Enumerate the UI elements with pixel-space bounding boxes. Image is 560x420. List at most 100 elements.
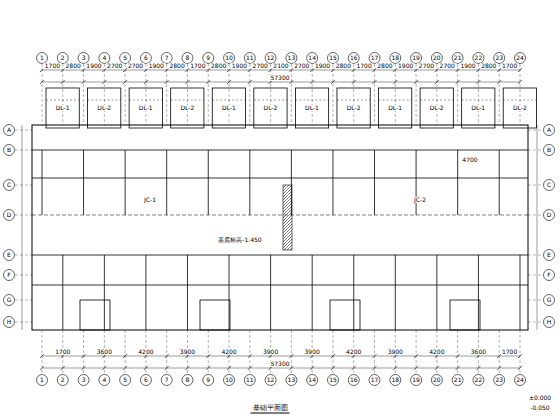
wall-outline bbox=[80, 300, 110, 330]
grid-bubble bbox=[544, 210, 555, 221]
dimension: 4200 bbox=[345, 349, 362, 355]
plan-line bbox=[332, 150, 333, 215]
plan-line bbox=[528, 185, 543, 186]
plan-line bbox=[83, 150, 84, 215]
wall-outline bbox=[129, 88, 162, 128]
beam-label: DL-2 bbox=[346, 105, 362, 111]
plan-line bbox=[393, 80, 397, 84]
plan-line bbox=[165, 366, 169, 370]
grid-bubble bbox=[544, 250, 555, 261]
grid-bubble bbox=[99, 375, 110, 386]
plan-line bbox=[528, 130, 543, 131]
plan-line bbox=[352, 366, 356, 370]
dimension: 1700 bbox=[44, 63, 61, 69]
wall-outline bbox=[295, 88, 328, 128]
grid-bubble bbox=[203, 53, 214, 64]
elevation-note: 基底标高-1.450 bbox=[217, 237, 262, 243]
grid-bubble bbox=[369, 53, 380, 64]
dimension: 1900 bbox=[148, 63, 165, 69]
plan-line bbox=[40, 366, 44, 370]
grid-bubble bbox=[4, 180, 15, 191]
beam-label: DL-2 bbox=[263, 105, 279, 111]
dimension: 2800 bbox=[210, 63, 227, 69]
grid-bubble bbox=[224, 375, 235, 386]
dimension: 2700 bbox=[127, 63, 144, 69]
grid-number: 5 bbox=[123, 377, 127, 383]
grid-letter: G bbox=[547, 297, 552, 303]
grid-bubble bbox=[473, 375, 484, 386]
grid-number: 5 bbox=[123, 55, 127, 61]
grid-bubble bbox=[307, 53, 318, 64]
wall-outline bbox=[330, 300, 360, 330]
plan-line bbox=[537, 125, 538, 330]
plan-line bbox=[208, 150, 209, 215]
beam-label: DL-1 bbox=[55, 105, 71, 111]
grid-number: 6 bbox=[144, 55, 148, 61]
grid-bubble bbox=[544, 145, 555, 156]
plan-line bbox=[337, 100, 370, 101]
dimension: 4200 bbox=[220, 349, 237, 355]
plan-line bbox=[476, 80, 480, 84]
plan-line bbox=[416, 64, 417, 125]
dimension: 2700 bbox=[418, 63, 435, 69]
dimension: 2100 bbox=[272, 63, 289, 69]
plan-line bbox=[414, 80, 418, 84]
plan-line bbox=[456, 80, 460, 84]
plan-line bbox=[206, 354, 210, 358]
plan-line bbox=[353, 255, 354, 330]
dimension: 4200 bbox=[137, 349, 154, 355]
grid-bubble bbox=[140, 375, 151, 386]
dimension: 1700 bbox=[355, 63, 372, 69]
plan-line bbox=[518, 354, 522, 358]
grid-number: 3 bbox=[82, 377, 86, 383]
grid-number: 18 bbox=[391, 377, 399, 383]
plan-line bbox=[229, 64, 230, 125]
grid-letter: A bbox=[7, 127, 11, 133]
plan-line bbox=[435, 366, 439, 370]
grid-bubble bbox=[182, 53, 193, 64]
plan-line bbox=[520, 255, 521, 330]
grid-number: 16 bbox=[350, 377, 358, 383]
plan-line bbox=[83, 64, 84, 125]
plan-line bbox=[102, 80, 106, 84]
plan-line bbox=[123, 80, 127, 84]
grid-bubble bbox=[224, 53, 235, 64]
elevation-note: -0.050 bbox=[529, 405, 550, 411]
grid-bubble bbox=[369, 375, 380, 386]
dimension: 3900 bbox=[304, 349, 321, 355]
grid-bubble bbox=[544, 295, 555, 306]
plan-line bbox=[145, 255, 146, 330]
plan-line bbox=[312, 255, 313, 330]
plan-line bbox=[457, 64, 458, 125]
plan-line bbox=[248, 80, 252, 84]
stair-hatch bbox=[283, 185, 292, 250]
plan-line bbox=[104, 255, 105, 330]
wall-outline bbox=[200, 300, 230, 330]
grid-number: 14 bbox=[308, 377, 316, 383]
plan-line bbox=[208, 64, 209, 125]
plan-line bbox=[62, 64, 63, 125]
grid-letter: G bbox=[7, 297, 12, 303]
beam-label: DL-1 bbox=[221, 105, 237, 111]
grid-number: 11 bbox=[246, 377, 254, 383]
grid-bubble bbox=[4, 317, 15, 328]
wall-outline bbox=[171, 88, 204, 128]
plan-line bbox=[165, 80, 169, 84]
grid-bubble bbox=[4, 250, 15, 261]
grid-number: 2 bbox=[61, 377, 65, 383]
grid-number: 22 bbox=[475, 377, 483, 383]
plan-line bbox=[185, 80, 189, 84]
plan-line bbox=[478, 64, 479, 125]
dimension: 3900 bbox=[179, 349, 196, 355]
grid-number: 21 bbox=[454, 55, 462, 61]
grid-bubble bbox=[473, 53, 484, 64]
grid-number: 1 bbox=[40, 377, 44, 383]
grid-bubble bbox=[431, 375, 442, 386]
grid-number: 23 bbox=[495, 55, 503, 61]
grid-bubble bbox=[78, 375, 89, 386]
grid-bubble bbox=[348, 375, 359, 386]
wall-outline bbox=[46, 88, 79, 128]
grid-bubble bbox=[544, 125, 555, 136]
grid-number: 10 bbox=[225, 377, 233, 383]
dimension: 3600 bbox=[96, 349, 113, 355]
